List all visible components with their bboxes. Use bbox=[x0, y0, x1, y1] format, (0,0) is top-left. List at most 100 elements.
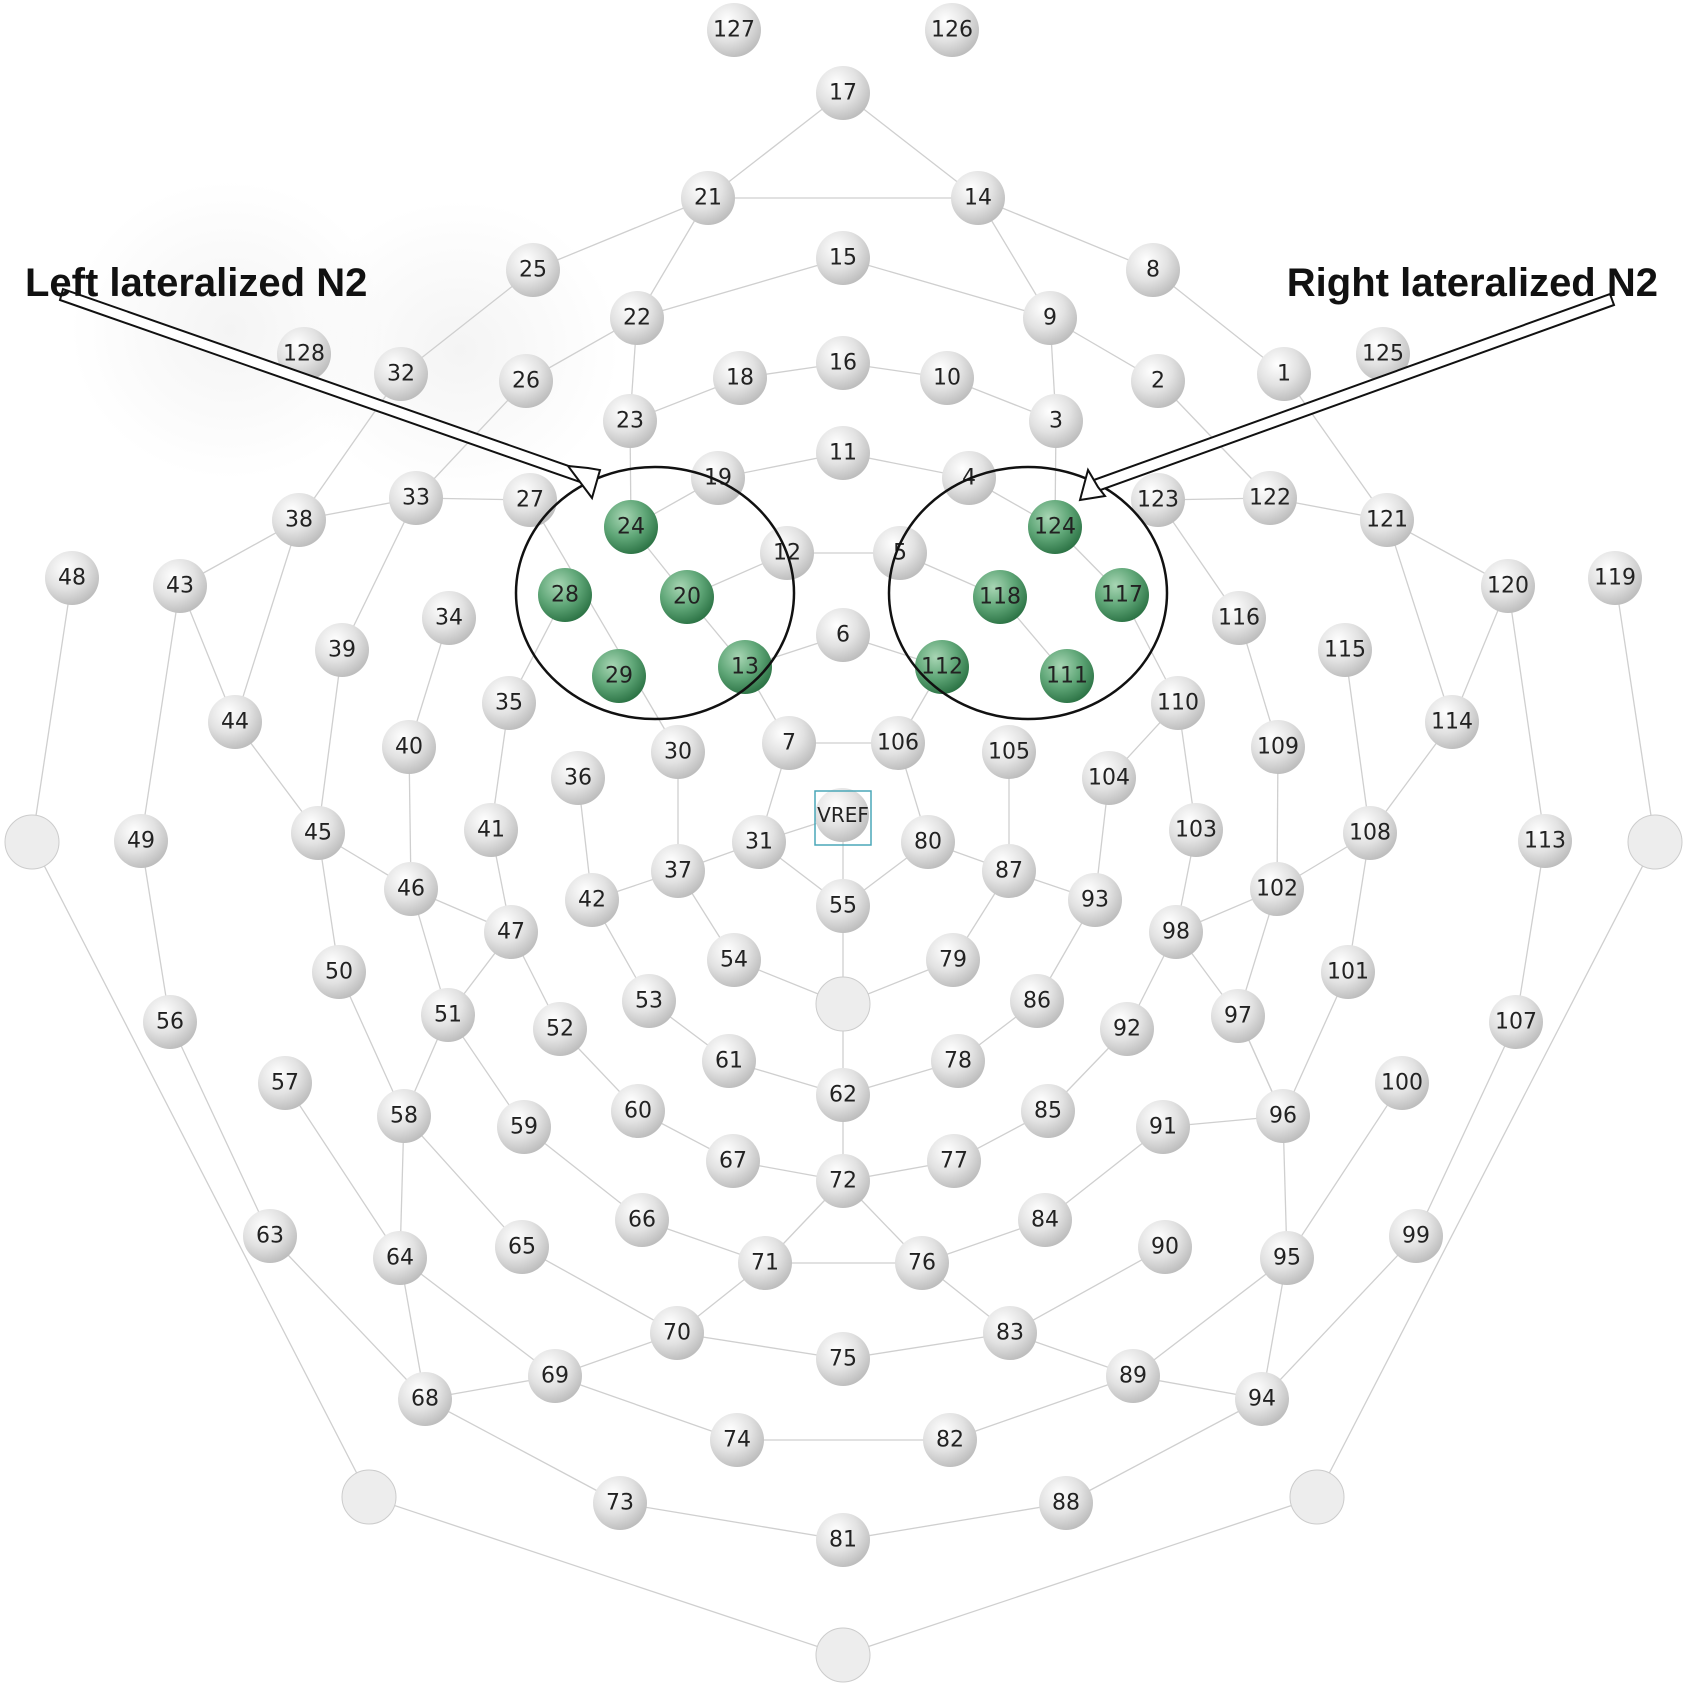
connection-line bbox=[977, 197, 1154, 271]
left-cluster-outline bbox=[514, 465, 796, 721]
electrode-label: 16 bbox=[829, 351, 857, 376]
electrode-circle bbox=[982, 844, 1036, 898]
electrode-label: 53 bbox=[635, 989, 663, 1014]
electrode-73: 73 bbox=[593, 1476, 647, 1530]
unlabeled-electrode bbox=[1289, 1469, 1345, 1525]
electrode-label: 111 bbox=[1046, 664, 1088, 689]
electrode-34: 34 bbox=[422, 591, 476, 645]
electrode-label: 92 bbox=[1113, 1017, 1141, 1042]
electrode-label: 107 bbox=[1495, 1010, 1537, 1035]
electrode-3: 3 bbox=[1029, 394, 1083, 448]
connection-line bbox=[636, 257, 844, 319]
electrode-circle bbox=[973, 570, 1027, 624]
electrode-115: 115 bbox=[1318, 623, 1372, 677]
electrode-circle bbox=[382, 720, 436, 774]
electrode-92: 92 bbox=[1100, 1002, 1154, 1056]
electrode-60: 60 bbox=[611, 1084, 665, 1138]
connection-line bbox=[842, 257, 1051, 319]
electrode-circle bbox=[707, 3, 761, 57]
reference-label: VREF bbox=[817, 803, 869, 827]
electrode-18: 18 bbox=[713, 351, 767, 405]
electrode-circle bbox=[499, 354, 553, 408]
electrode-label: 96 bbox=[1269, 1104, 1297, 1129]
unlabeled-electrode bbox=[815, 976, 871, 1032]
electrode-circle bbox=[1131, 354, 1185, 408]
electrode-53: 53 bbox=[622, 974, 676, 1028]
connection-line bbox=[1261, 1235, 1417, 1400]
electrode-label: 56 bbox=[156, 1010, 184, 1035]
electrode-104: 104 bbox=[1082, 751, 1136, 805]
electrode-circle bbox=[1211, 989, 1265, 1043]
electrode-circle bbox=[398, 1372, 452, 1426]
connection-line bbox=[1316, 841, 1656, 1498]
electrode-circle bbox=[114, 814, 168, 868]
electrode-label: 9 bbox=[1043, 306, 1057, 331]
electrode-circle bbox=[1149, 905, 1203, 959]
electrode-label: 39 bbox=[328, 638, 356, 663]
electrode-circle bbox=[816, 1332, 870, 1386]
electrode-label: 124 bbox=[1034, 515, 1076, 540]
electrode-label: 37 bbox=[664, 859, 692, 884]
electrode-circle bbox=[272, 493, 326, 547]
electrode-circle bbox=[1375, 1056, 1429, 1110]
electrode-label: 44 bbox=[221, 710, 249, 735]
electrode-circle bbox=[923, 1413, 977, 1467]
electrode-36: 36 bbox=[551, 751, 605, 805]
electrode-circle bbox=[691, 451, 745, 505]
electrode-label: 84 bbox=[1031, 1208, 1059, 1233]
electrode-label: 80 bbox=[914, 830, 942, 855]
unlabeled-electrode bbox=[815, 1627, 871, 1683]
electrode-label: 78 bbox=[944, 1049, 972, 1074]
electrode-circle bbox=[816, 231, 870, 285]
right-annotation: Right lateralized N2 bbox=[1287, 261, 1658, 305]
electrode-66: 66 bbox=[615, 1193, 669, 1247]
connection-line bbox=[532, 197, 709, 271]
electrode-circle bbox=[604, 500, 658, 554]
electrode-label: 5 bbox=[893, 541, 907, 566]
electrode-circle bbox=[497, 1100, 551, 1154]
electrode-circle bbox=[816, 1154, 870, 1208]
highlighted-electrode-118: 118 bbox=[973, 570, 1027, 624]
electrode-15: 15 bbox=[816, 231, 870, 285]
electrode-circle bbox=[373, 1231, 427, 1285]
electrode-label: 2 bbox=[1151, 369, 1165, 394]
electrode-circle bbox=[1588, 551, 1642, 605]
electrode-81: 81 bbox=[816, 1513, 870, 1567]
electrode-circle bbox=[603, 394, 657, 448]
electrode-label: 32 bbox=[387, 362, 415, 387]
electrode-label: 1 bbox=[1277, 362, 1291, 387]
connection-line bbox=[169, 1021, 271, 1237]
electrode-circle bbox=[925, 3, 979, 57]
highlighted-electrode-111: 111 bbox=[1040, 649, 1094, 703]
electrode-56: 56 bbox=[143, 995, 197, 1049]
electrode-98: 98 bbox=[1149, 905, 1203, 959]
electrode-65: 65 bbox=[495, 1220, 549, 1274]
electrode-84: 84 bbox=[1018, 1193, 1072, 1247]
reference-box bbox=[814, 790, 872, 846]
electrode-label: 23 bbox=[616, 409, 644, 434]
electrode-39: 39 bbox=[315, 623, 369, 677]
electrode-label: 101 bbox=[1327, 960, 1369, 985]
electrode-label: 58 bbox=[390, 1104, 418, 1129]
electrode-label: 62 bbox=[829, 1083, 857, 1108]
electrode-49: 49 bbox=[114, 814, 168, 868]
electrode-label: 47 bbox=[497, 920, 525, 945]
highlighted-electrode-24: 24 bbox=[604, 500, 658, 554]
electrode-circle bbox=[1256, 1089, 1310, 1143]
electrode-circle bbox=[1389, 1209, 1443, 1263]
electrode-circle bbox=[1243, 471, 1297, 525]
electrode-87: 87 bbox=[982, 844, 1036, 898]
electrode-circle bbox=[1212, 591, 1266, 645]
electrode-58: 58 bbox=[377, 1089, 431, 1143]
electrode-circle bbox=[1040, 649, 1094, 703]
electrode-label: 82 bbox=[936, 1428, 964, 1453]
electrode-68: 68 bbox=[398, 1372, 452, 1426]
electrode-circle bbox=[1518, 814, 1572, 868]
electrode-circle bbox=[374, 347, 428, 401]
electrode-circle bbox=[707, 933, 761, 987]
electrode-44: 44 bbox=[208, 695, 262, 749]
electrode-label: 109 bbox=[1257, 735, 1299, 760]
electrode-label: 13 bbox=[731, 655, 759, 680]
electrode-circle bbox=[871, 716, 925, 770]
electrode-circle bbox=[895, 1236, 949, 1290]
